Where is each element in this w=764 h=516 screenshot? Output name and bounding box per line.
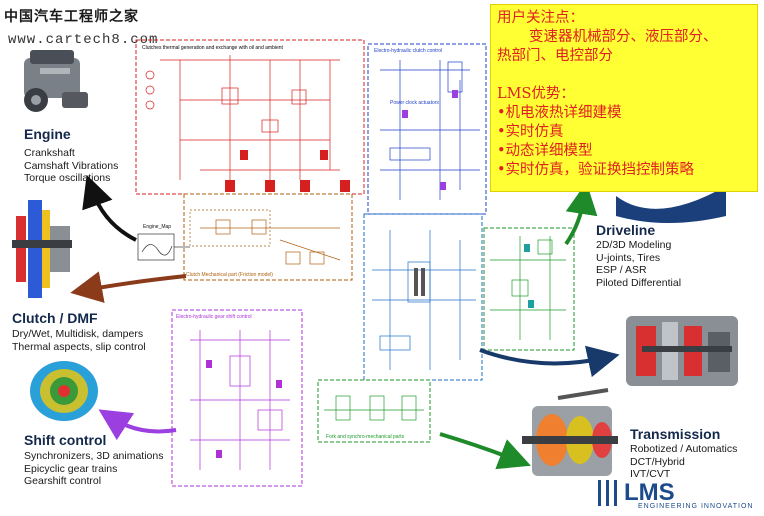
transmission-illustration <box>522 388 618 476</box>
engine-item: Crankshaft <box>24 147 75 159</box>
callout-advantage-item: •动态详细模型 <box>497 143 593 159</box>
callout-advantages-heading: LMS优势： <box>497 86 575 102</box>
lms-logo-text: LMS <box>624 479 675 506</box>
shift-control-arrow <box>98 409 177 441</box>
engine-item: Torque oscillations <box>24 172 111 184</box>
synchro-box: Fork and synchro-mechanical parts <box>317 379 431 443</box>
gearbox-arrow <box>479 345 620 378</box>
transmission-arrow <box>439 432 531 470</box>
driveline-section: Driveline 2D/3D Modeling U-joints, Tires… <box>596 222 681 289</box>
driveline-arrow <box>564 182 598 246</box>
lms-logo: LMS <box>598 479 675 506</box>
driveline-item: ESP / ASR <box>596 264 647 276</box>
clutch-item: Dry/Wet, Multidisk, dampers <box>12 328 144 340</box>
driveline-illustration <box>616 186 726 223</box>
clutch-section: Clutch / DMF Dry/Wet, Multidisk, dampers… <box>12 310 146 353</box>
clutch-control-box: Electro-hydraulic clutch control Power c… <box>367 43 487 215</box>
shift-control-section: Shift control Synchronizers, 3D animatio… <box>24 432 163 488</box>
thermal-model-box: Clutches thermal generation and exchange… <box>135 39 365 195</box>
engine-section: Engine Crankshaft Camshaft Vibrations To… <box>24 126 118 185</box>
transmission-item: DCT/Hybrid <box>630 455 685 468</box>
callout-focus-text-2: 热部门、电控部分 <box>497 48 613 64</box>
driveline-item: U-joints, Tires <box>596 251 661 264</box>
engine-map-box: Engine_Map <box>137 224 190 261</box>
callout-focus-text: 变速器机械部分、液压部分、 <box>529 29 718 45</box>
lms-tagline: ENGINEERING INNOVATION <box>638 503 754 510</box>
transmission-item: Robotized / Automatics <box>630 443 738 455</box>
gearbox-illustration <box>626 316 738 386</box>
gear-shift-control-box: Electro-hydraulic gear shift control <box>171 309 303 487</box>
power-clock-label: Power clock actuators <box>390 100 439 106</box>
driveline-title: Driveline <box>596 222 656 238</box>
clutch-mech-label: Clutch Mechanical part (Friction model) <box>186 272 273 278</box>
engine-arrow <box>82 174 137 242</box>
shift-control-item: Epicyclic gear trains <box>24 462 118 475</box>
clutch-control-box-label: Electro-hydraulic clutch control <box>374 48 442 54</box>
callout-heading: 用户关注点： <box>497 10 584 26</box>
watermark-site-name: 中国汽车工程师之家 <box>4 9 139 25</box>
driveline-item: Piloted Differential <box>596 276 682 289</box>
transmission-item: IVT/CVT <box>630 468 671 480</box>
driveline-box <box>483 227 575 351</box>
clutch-illustration <box>12 200 72 298</box>
synchro-box-label: Fork and synchro-mechanical parts <box>326 434 405 440</box>
transmission-title: Transmission <box>630 426 721 442</box>
engine-map-label: Engine_Map <box>143 224 171 230</box>
gear-shift-box-label: Electro-hydraulic gear shift control <box>176 314 252 320</box>
clutch-item: Thermal aspects, slip control <box>12 340 146 353</box>
shift-control-title: Shift control <box>24 432 107 448</box>
thermal-box-label: Clutches thermal generation and exchange… <box>142 45 284 51</box>
callout-advantage-item: •实时仿真，验证换挡控制策略 <box>497 162 695 178</box>
shift-control-item: Gearshift control <box>24 475 102 487</box>
transmission-section: Transmission Robotized / Automatics DCT/… <box>630 426 737 481</box>
engine-illustration <box>24 50 88 112</box>
callout-advantage-item: •机电液热详细建模 <box>497 105 622 121</box>
clutch-arrow <box>70 271 187 303</box>
engine-title: Engine <box>24 126 71 142</box>
watermark-url: www.cartech8.com <box>8 32 159 48</box>
clutch-mechanical-box: Clutch Mechanical part (Friction model) <box>183 193 353 281</box>
focus-callout: 用户关注点： 变速器机械部分、液压部分、 热部门、电控部分 LMS优势： •机电… <box>490 4 758 192</box>
shift-control-item: Synchronizers, 3D animations <box>24 450 164 462</box>
driveline-item: 2D/3D Modeling <box>596 239 672 251</box>
callout-advantage-item: •实时仿真 <box>497 124 564 140</box>
engine-item: Camshaft Vibrations <box>24 159 119 172</box>
shift-control-illustration <box>30 361 98 421</box>
clutch-title: Clutch / DMF <box>12 310 98 326</box>
